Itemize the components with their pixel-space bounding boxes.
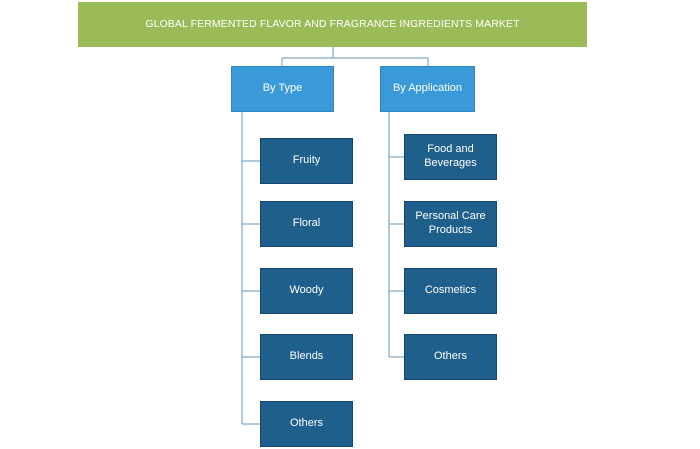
- application-item-label: Personal Care Products: [415, 210, 486, 236]
- type-item-woody: Woody: [260, 268, 353, 314]
- type-item-others: Others: [260, 401, 353, 447]
- type-item-label: Fruity: [292, 154, 321, 167]
- application-item-cosmetics: Cosmetics: [404, 268, 497, 314]
- application-item-label: Food and Beverages: [424, 143, 477, 169]
- category-by-application-label: By Application: [392, 82, 463, 95]
- application-item-food-and-beverages: Food and Beverages: [404, 134, 497, 180]
- diagram-title: GLOBAL FERMENTED FLAVOR AND FRAGRANCE IN…: [78, 2, 587, 47]
- application-item-personal-care-products: Personal Care Products: [404, 201, 497, 247]
- category-by-application: By Application: [380, 66, 475, 112]
- type-item-label: Others: [289, 417, 323, 430]
- type-item-floral: Floral: [260, 201, 353, 247]
- application-item-label: Cosmetics: [424, 284, 477, 297]
- application-item-label: Others: [433, 350, 467, 363]
- type-item-blends: Blends: [260, 334, 353, 380]
- application-item-others: Others: [404, 334, 497, 380]
- type-item-label: Woody: [289, 284, 324, 297]
- type-item-label: Blends: [289, 350, 324, 363]
- category-by-type: By Type: [231, 66, 334, 112]
- diagram-title-text: GLOBAL FERMENTED FLAVOR AND FRAGRANCE IN…: [145, 17, 520, 30]
- type-item-label: Floral: [292, 217, 321, 230]
- type-item-fruity: Fruity: [260, 138, 353, 184]
- category-by-type-label: By Type: [262, 82, 303, 95]
